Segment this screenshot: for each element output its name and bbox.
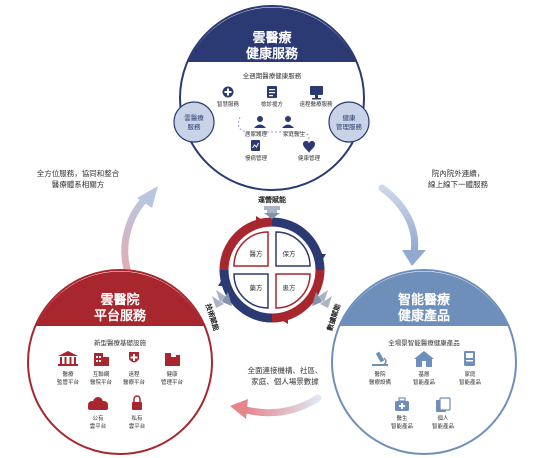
building-columns-icon	[58, 351, 78, 366]
left-item-4-line1: 健康	[166, 370, 178, 378]
flow-label-left-2: 醫療體系相關方	[52, 179, 105, 189]
medical-device-icon	[464, 351, 475, 366]
right-circle: 智能醫療 健康產品 全場景智能醫療健康產品 醫院 醫療設備 基層 智能產品 家庭…	[331, 269, 517, 455]
left-item-4-line2: 管理平台	[161, 378, 184, 386]
top-item-2: 檢診援方	[261, 100, 284, 108]
left-circle-title-2: 平台服務	[94, 308, 147, 324]
left-item-6-line1: 私有	[131, 414, 143, 422]
tablet-icon	[436, 397, 451, 412]
quadrant-3: 藥方	[250, 283, 264, 292]
top-item-3: 遠程醫療服務	[299, 100, 333, 108]
left-item-2-line2: 醫院平台	[90, 378, 113, 386]
doctor-icon	[282, 116, 294, 128]
top-circle-title-1: 雲醫療	[252, 30, 292, 46]
medical-shield-icon	[129, 352, 139, 363]
left-item-1-line2: 監管平台	[57, 378, 80, 386]
right-circle-title-2: 健康產品	[398, 308, 450, 324]
left-item-5-line1: 公有	[92, 414, 104, 422]
quadrant-4: 患方	[283, 283, 297, 292]
hospital-building-icon	[94, 353, 109, 366]
top-circle-title-2: 健康服務	[246, 46, 299, 62]
top-circle: 雲醫療 健康服務 全週期醫療健康服務 智慧服務 檢診援方 遠程醫療服務	[173, 5, 370, 191]
right-item-1-line1: 醫院	[374, 370, 386, 378]
flow-label-bottom-1: 全面連接機構、社區、	[248, 365, 323, 375]
monitor-icon	[310, 86, 323, 100]
top-left-badge-2: 服務	[188, 122, 202, 131]
flow-label-bottom-2: 家庭、個人場景數據	[251, 376, 319, 386]
top-item-7: 健康管理	[298, 154, 321, 162]
label-ops-enable: 運營賦能	[258, 195, 286, 204]
nurse-icon	[254, 116, 266, 128]
left-item-3-line2: 醫療平台	[123, 378, 146, 386]
right-item-5-line2: 智能產品	[432, 422, 455, 430]
top-left-badge: 雲醫療 服務	[173, 101, 215, 143]
left-item-2-line1: 互聯網	[93, 370, 110, 378]
tech-enable-arrow	[212, 290, 232, 308]
right-item-4-line1: 醫生	[396, 414, 408, 422]
medical-cross-icon	[222, 86, 234, 98]
ops-enable-arrow	[264, 206, 280, 219]
cloud-icon	[88, 397, 108, 410]
house-icon	[414, 351, 434, 367]
top-left-badge-1: 雲醫療	[184, 113, 204, 122]
top-item-6: 慢病管理	[245, 154, 268, 162]
right-item-4-line2: 智能產品	[391, 422, 414, 430]
center-wheel: 醫方 保方 藥方 患方	[218, 216, 326, 324]
city-buildings-icon	[165, 353, 180, 366]
heart-icon	[303, 141, 315, 153]
top-right-badge: 健康 管理服務	[328, 101, 370, 143]
chart-clipboard-icon	[251, 140, 260, 151]
left-circle-subtitle: 新型醫療基礎設施	[94, 338, 147, 347]
left-circle: 雲醫院 平台服務 新型醫療基礎設施 醫療	[27, 269, 213, 455]
lock-icon	[132, 395, 142, 410]
flow-arrow-left	[121, 186, 158, 282]
right-item-3-line2: 智能產品	[459, 378, 482, 386]
top-right-badge-2: 管理服務	[336, 122, 363, 131]
right-circle-title-1: 智能醫療	[398, 292, 451, 308]
data-enable-arrow	[312, 290, 332, 308]
right-item-3-line1: 家庭	[464, 370, 476, 378]
flow-arrow-right	[378, 184, 426, 266]
top-right-badge-1: 健康	[343, 113, 357, 122]
right-item-5-line1: 個人	[437, 414, 449, 422]
clipboard-icon	[267, 86, 277, 98]
flow-label-right-1: 院內院外連續，	[432, 168, 485, 178]
quadrant-1: 醫方	[250, 249, 264, 258]
left-item-5-line2: 雲平台	[90, 422, 107, 430]
flow-arrow-bottom	[230, 394, 322, 419]
left-circle-title-1: 雲醫院	[100, 292, 139, 308]
medical-kit-icon	[395, 397, 409, 411]
flow-label-right-2: 線上線下一體服務	[428, 179, 488, 189]
left-item-6-line2: 雲平台	[129, 422, 146, 430]
left-item-3-line1: 遠程	[128, 370, 140, 378]
microscope-icon	[372, 351, 388, 366]
right-item-2-line2: 智能產品	[413, 378, 436, 386]
top-item-4: 居家護理	[245, 130, 268, 138]
top-item-5: 家庭醫生	[283, 130, 306, 138]
right-item-1-line2: 醫療設備	[369, 378, 392, 386]
top-circle-subtitle: 全週期醫療健康服務	[243, 71, 302, 80]
left-item-1-line1: 醫療	[62, 370, 74, 378]
right-circle-subtitle: 全場景智能醫療健康產品	[388, 338, 460, 347]
top-item-1: 智慧服務	[217, 100, 240, 108]
right-item-2-line1: 基層	[418, 370, 429, 378]
flow-label-left-1: 全方位服務，協同和整合	[37, 168, 120, 178]
quadrant-2: 保方	[283, 249, 297, 258]
